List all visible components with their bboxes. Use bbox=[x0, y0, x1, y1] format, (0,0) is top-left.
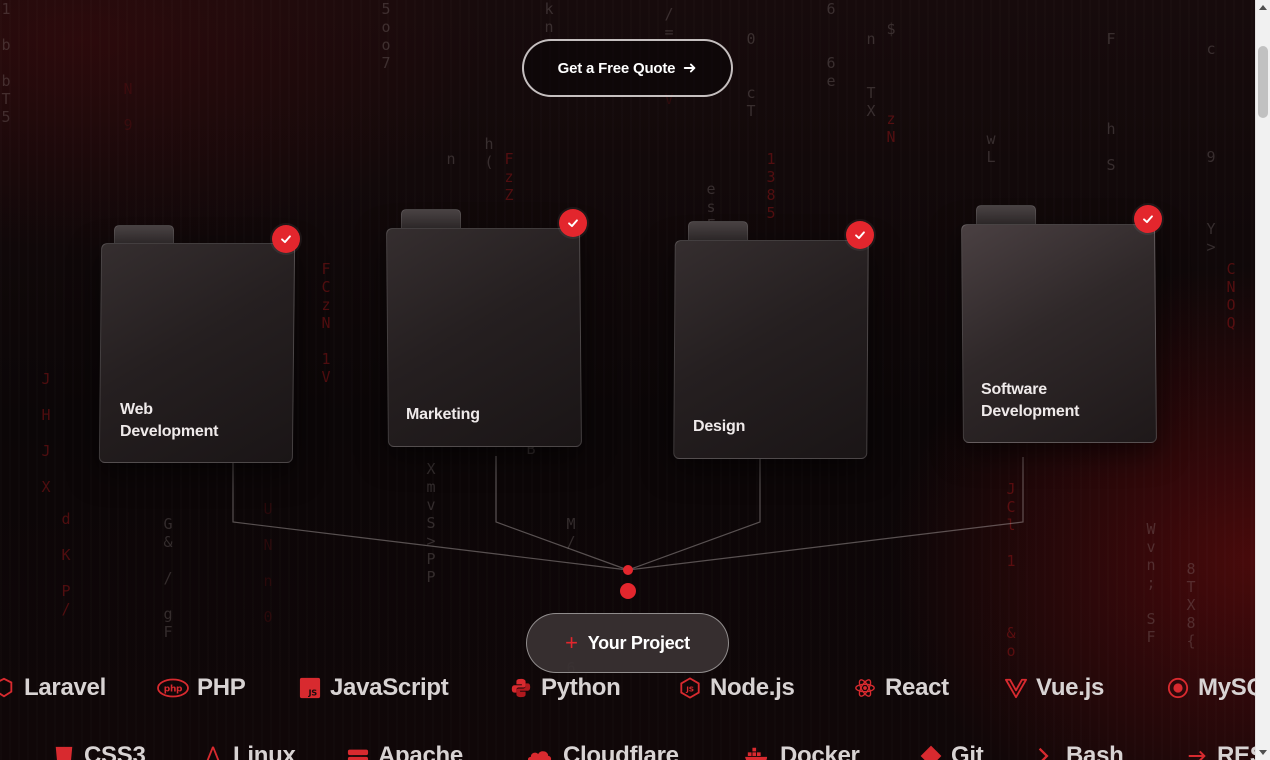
docker-icon bbox=[742, 744, 772, 760]
service-label-software-development: Software Development bbox=[981, 381, 1080, 420]
nodejs-icon: JS bbox=[678, 676, 702, 700]
folder-tab bbox=[688, 221, 748, 241]
tech-item-nodejs: JS Node.js bbox=[678, 674, 795, 702]
check-icon bbox=[846, 221, 874, 249]
tech-item-rest: RES bbox=[1185, 742, 1266, 760]
scroll-down-arrow-icon[interactable] bbox=[1259, 750, 1267, 755]
tech-item-javascript: JS JavaScript bbox=[298, 674, 449, 702]
tech-item-apache: Apache bbox=[346, 742, 463, 760]
tech-item-mysql: MySQ bbox=[1166, 674, 1265, 702]
tech-item-css3: CSS3 bbox=[52, 742, 146, 760]
rest-icon bbox=[1185, 744, 1209, 760]
scroll-up-arrow-icon[interactable] bbox=[1259, 5, 1267, 10]
git-icon bbox=[919, 744, 943, 760]
javascript-icon: JS bbox=[298, 676, 322, 700]
plus-icon: + bbox=[565, 630, 578, 655]
arrow-right-icon bbox=[684, 63, 696, 73]
laravel-icon bbox=[0, 676, 16, 700]
cloudflare-icon bbox=[525, 744, 555, 760]
service-label-marketing: Marketing bbox=[406, 406, 480, 423]
react-icon bbox=[853, 676, 877, 700]
get-free-quote-label: Get a Free Quote bbox=[557, 59, 676, 77]
tech-item-php: php PHP bbox=[157, 674, 246, 702]
tech-item-linux: Linux bbox=[201, 742, 296, 760]
your-project-label: Your Project bbox=[587, 632, 690, 653]
check-icon bbox=[1134, 205, 1162, 233]
service-label-web-development: Web Development bbox=[120, 401, 219, 440]
tech-item-git: Git bbox=[919, 742, 984, 760]
check-icon bbox=[559, 209, 587, 237]
linux-icon bbox=[201, 744, 225, 760]
check-icon bbox=[272, 225, 300, 253]
get-free-quote-button[interactable]: Get a Free Quote bbox=[522, 39, 733, 97]
tech-item-react: React bbox=[853, 674, 949, 702]
tech-item-cloudflare: Cloudflare bbox=[525, 742, 679, 760]
tech-item-python: Python bbox=[509, 674, 621, 702]
folder-tab bbox=[114, 225, 174, 245]
folder-tab bbox=[976, 205, 1036, 225]
your-project-button[interactable]: + Your Project bbox=[526, 613, 729, 673]
svg-text:JS: JS bbox=[685, 685, 693, 694]
apache-icon bbox=[346, 744, 370, 760]
svg-text:php: php bbox=[164, 685, 183, 695]
tech-item-docker: Docker bbox=[742, 742, 860, 760]
folder-tab bbox=[401, 209, 461, 229]
svg-text:JS: JS bbox=[308, 687, 318, 697]
python-icon bbox=[509, 676, 533, 700]
mysql-icon bbox=[1166, 676, 1190, 700]
tech-item-vuejs: Vue.js bbox=[1004, 674, 1104, 702]
bash-icon bbox=[1034, 744, 1058, 760]
service-label-design: Design bbox=[693, 418, 746, 435]
page-scrollbar[interactable] bbox=[1255, 0, 1270, 760]
css3-icon bbox=[52, 744, 76, 760]
scrollbar-thumb[interactable] bbox=[1258, 46, 1268, 118]
tech-item-laravel: Laravel bbox=[0, 674, 106, 702]
php-icon: php bbox=[157, 676, 189, 700]
vue-icon bbox=[1004, 676, 1028, 700]
tech-item-bash: Bash bbox=[1034, 742, 1124, 760]
